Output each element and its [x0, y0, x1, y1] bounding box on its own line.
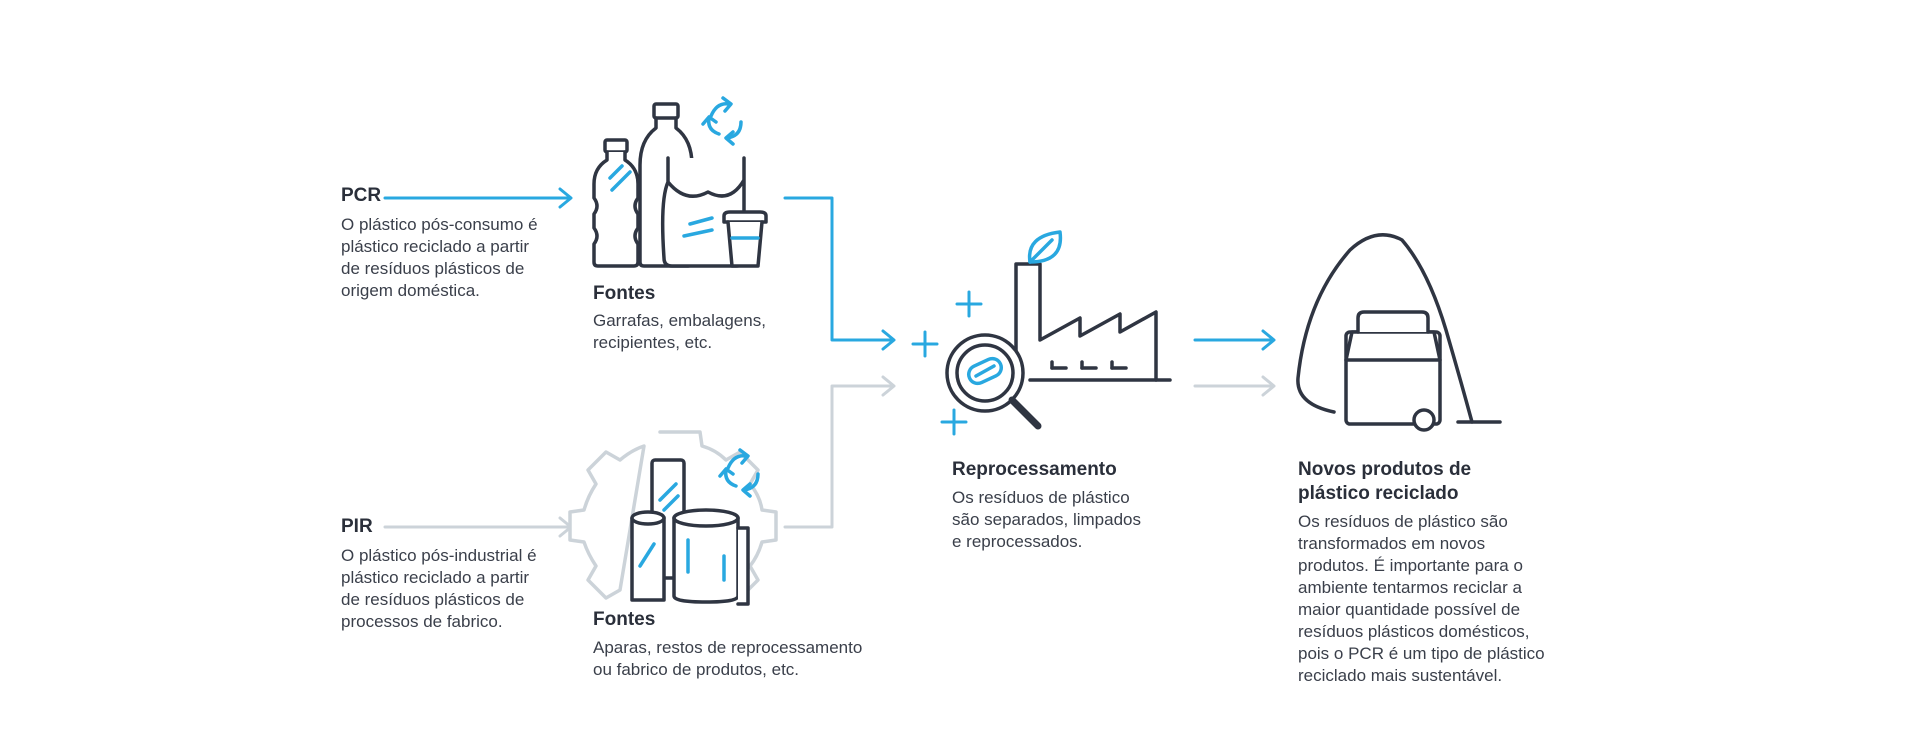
bottles-bag-cup-icon — [592, 102, 768, 268]
reprocessing-to-products-arrow-grey — [1193, 375, 1276, 397]
recycle-icon-industrial — [718, 448, 760, 498]
consumer-sources-title: Fontes — [593, 283, 656, 304]
pir-label: PIR — [341, 516, 373, 537]
industrial-to-reprocessing-connector — [783, 375, 896, 529]
pir-arrow — [383, 516, 573, 538]
leaf-icon — [1027, 230, 1063, 264]
pcr-description: O plástico pós-consumo é plástico recicl… — [341, 215, 538, 300]
factory-magnifier-icon — [945, 262, 1172, 430]
industrial-sources-title: Fontes — [593, 609, 656, 630]
reprocessing-description: Os resíduos de plástico são separados, l… — [952, 488, 1142, 551]
pcr-label: PCR — [341, 185, 382, 206]
recycle-icon — [701, 96, 743, 146]
pcr-arrow — [383, 187, 573, 209]
new-products-description: Os resíduos de plástico são transformado… — [1298, 512, 1545, 685]
new-products-title: Novos produtos de plástico reciclado — [1298, 459, 1472, 504]
pir-description: O plástico pós-industrial é plástico rec… — [341, 546, 537, 631]
reprocessing-to-products-arrow-blue — [1193, 329, 1276, 351]
consumer-to-reprocessing-connector — [783, 196, 896, 351]
consumer-sources-description: Garrafas, embalagens, recipientes, etc. — [593, 311, 766, 352]
reprocessing-title: Reprocessamento — [952, 459, 1117, 480]
industrial-sources-description: Aparas, restos de reprocessamento ou fab… — [593, 638, 863, 679]
sparkle-icon — [911, 290, 983, 436]
plastic-bag-box-icon — [1296, 233, 1502, 432]
